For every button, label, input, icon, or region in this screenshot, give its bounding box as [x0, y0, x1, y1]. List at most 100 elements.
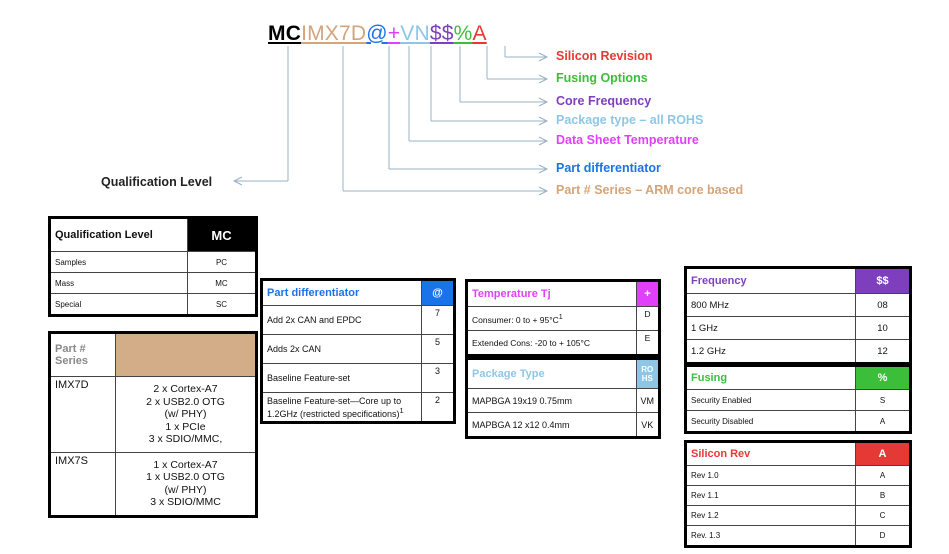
decoder-label: Part # Series – ARM core based — [556, 183, 744, 197]
row-label: 1 GHz — [685, 316, 856, 340]
row-label-text: Baseline Feature-set—Core up to 1.2GHz (… — [267, 395, 402, 419]
arrow-head — [232, 176, 243, 186]
row-label: Adds 2x CAN — [261, 334, 422, 364]
row-code: C — [855, 505, 911, 526]
row-code: SC — [187, 293, 257, 316]
row-label: Samples — [49, 251, 188, 273]
row-label-text: Consumer: 0 to + 95°C — [472, 314, 559, 325]
series-name: IMX7D — [49, 376, 116, 453]
differentiator-header-code: @ — [421, 279, 455, 306]
series-feature: 2 x Cortex-A7 — [153, 383, 218, 395]
silicon-header-code: A — [855, 441, 911, 466]
series-feature: (w/ PHY) — [164, 483, 207, 496]
row-label: Consumer: 0 to + 95°C1 — [466, 306, 637, 331]
row-code: E — [636, 330, 660, 356]
row-label: Baseline Feature-set — [261, 363, 422, 393]
series-feature: 1 x USB2.0 OTG — [146, 471, 225, 483]
row-label: Rev. 1.3 — [685, 525, 856, 547]
qualification-header-label: Qualification Level — [49, 217, 188, 252]
silicon-header-label: Silicon Rev — [685, 441, 856, 466]
row-code: B — [855, 485, 911, 506]
decoder-label: Core Frequency — [556, 94, 652, 108]
row-label: Baseline Feature-set—Core up to 1.2GHz (… — [261, 392, 422, 423]
table-row: Baseline Feature-set 3 — [261, 363, 455, 393]
decoder-label: Data Sheet Temperature — [556, 133, 699, 147]
decoder-label: Part differentiator — [556, 161, 661, 175]
part-number-decoder: MCIMX7D@+VN$$%A — [268, 22, 487, 46]
series-feature: 1 x Cortex-A7 — [153, 458, 218, 471]
row-label-text: Baseline Feature-set — [267, 373, 351, 383]
row-code: VK — [635, 412, 660, 438]
arrow-head — [538, 116, 549, 126]
row-code: 5 — [421, 334, 455, 364]
arrow-head — [538, 74, 549, 84]
series-header: Part # Series — [49, 332, 116, 377]
frequency-header-label: Frequency — [685, 267, 856, 294]
fusing-header-label: Fusing — [685, 365, 856, 390]
arrow-head — [538, 52, 549, 62]
footnote-marker: 1 — [558, 312, 563, 321]
row-code: S — [855, 389, 911, 411]
footnote-marker: 1 — [399, 405, 404, 415]
differentiator-table: Part differentiator @ Add 2x CAN and EPD… — [260, 278, 456, 424]
frequency-header-code: $$ — [855, 267, 911, 294]
row-code: 2 — [421, 392, 455, 423]
row-code: A — [855, 410, 911, 433]
arrow-head — [538, 164, 549, 174]
temperature-header-code: + — [636, 280, 660, 307]
row-label: 800 MHz — [685, 293, 856, 317]
decoder-label: Package type – all ROHS — [556, 113, 704, 127]
row-code: 08 — [855, 293, 911, 317]
row-label: MAPBGA 19x19 0.75mm — [466, 388, 637, 413]
row-label: Mass — [49, 272, 188, 294]
row-code: D — [855, 525, 911, 547]
row-code: D — [636, 306, 660, 331]
table-row: Baseline Feature-set—Core up to 1.2GHz (… — [261, 392, 455, 423]
row-code: 3 — [421, 363, 455, 393]
row-label: Security Enabled — [685, 389, 856, 411]
arrow-head — [538, 136, 549, 146]
package-header-label: Package Type — [466, 358, 637, 389]
series-name: IMX7S — [49, 451, 116, 517]
decoder-segment: % — [453, 22, 473, 45]
decoder-segment: + — [387, 22, 401, 45]
row-label-text: Extended Cons: -20 to + 105°C — [472, 337, 590, 348]
decoder-segment: $$ — [429, 22, 454, 45]
arrow-head — [538, 186, 549, 196]
qualification-header-code: MC — [187, 217, 257, 252]
decoder-segment: A — [472, 22, 487, 45]
series-header-fill — [115, 332, 257, 377]
decoder-label: Fusing Options — [556, 71, 648, 85]
row-code: VM — [635, 388, 660, 413]
series-feature: 3 x SDIO/MMC — [150, 496, 221, 508]
row-label: Rev 1.2 — [685, 505, 856, 526]
row-label: MAPBGA 12 x12 0.4mm — [466, 412, 637, 438]
row-code: 10 — [855, 316, 911, 340]
decoder-segment: IMX7D — [301, 22, 367, 45]
